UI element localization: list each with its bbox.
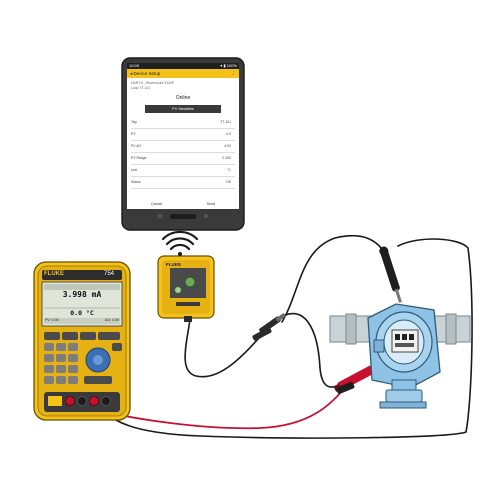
red-wire — [95, 385, 347, 430]
settings-row[interactable]: Tag TT-101 — [131, 117, 235, 129]
temperature-transmitter — [367, 303, 441, 409]
row-value: 0.0 — [226, 132, 231, 136]
settings-row[interactable]: PV 0.0 — [131, 129, 235, 141]
row-value: OK — [226, 180, 231, 184]
row-label: Tag — [131, 120, 137, 124]
subtitle-line2: Loop TT-101 — [131, 85, 151, 90]
modem-lead-wire — [184, 319, 269, 378]
tablet — [121, 57, 245, 231]
settings-row[interactable]: Status OK — [131, 177, 235, 189]
probe-clips — [252, 246, 402, 394]
tablet-screen: 10:09 ▾ ▮ 100% ◂ Device Setup ⋮ HART 6 -… — [127, 63, 239, 209]
back-arrow-icon[interactable]: ◂ — [130, 71, 133, 76]
status-indicators: ▾ ▮ 100% — [220, 63, 237, 68]
row-value: 4.00 — [224, 144, 231, 148]
calibrator-footer: PV: 0.00 AO: 4.00 — [45, 318, 119, 324]
subtitle-line1: HART 6 - Rosemount 3144P — [131, 81, 175, 85]
row-label: PV Range — [131, 156, 147, 160]
status-time: 10:09 — [129, 63, 140, 68]
row-value: TT-101 — [220, 120, 231, 124]
settings-row[interactable]: PV Range 0-100 — [131, 153, 235, 165]
app-title: Device Setup — [133, 71, 161, 76]
settings-list: Tag TT-101 PV 0.0 PV AO 4.00 PV Range 0-… — [131, 117, 235, 189]
calibrator-footer-left: PV: 0.00 — [45, 318, 59, 322]
calibrator-keypad — [44, 332, 122, 384]
settings-row[interactable]: PV AO 4.00 — [131, 141, 235, 153]
row-label: PV AO — [131, 144, 142, 148]
settings-row[interactable]: Unit °C — [131, 165, 235, 177]
cancel-button[interactable]: Cancel — [151, 202, 163, 206]
send-button[interactable]: Send — [206, 202, 215, 206]
calibrator-jacks — [44, 392, 120, 412]
wifi-icon — [161, 230, 199, 256]
long-black-wire — [107, 238, 473, 439]
top-black-wire — [281, 234, 385, 323]
row-value: 0-100 — [222, 156, 231, 160]
calibrator-footer-right: AO: 4.00 — [104, 318, 119, 322]
process-calibrator — [33, 261, 131, 421]
calibrator-reading-primary: 3.998 mA — [62, 290, 102, 299]
primary-button[interactable]: PV Variables — [145, 105, 221, 113]
row-label: Unit — [131, 168, 138, 172]
calibrator-model: 754 — [104, 271, 115, 277]
device-subtitle: HART 6 - Rosemount 3144P Loop TT-101 — [131, 81, 174, 90]
menu-icon[interactable]: ⋮ — [231, 71, 237, 76]
tablet-footer: Cancel Send — [127, 200, 239, 209]
hart-modem — [157, 255, 215, 322]
calibrator-reading-secondary: 0.0 °C — [70, 309, 94, 317]
row-label: PV — [131, 132, 136, 136]
calibrator-brand: FLUKE — [44, 271, 64, 277]
screen-title: Online — [175, 95, 191, 101]
tablet-status-bar: 10:09 ▾ ▮ 100% — [129, 63, 237, 69]
row-label: Status — [131, 180, 141, 184]
modem-brand: FLUKE — [166, 262, 181, 267]
app-bar: ◂ Device Setup ⋮ — [127, 69, 239, 78]
row-value: °C — [227, 168, 231, 172]
